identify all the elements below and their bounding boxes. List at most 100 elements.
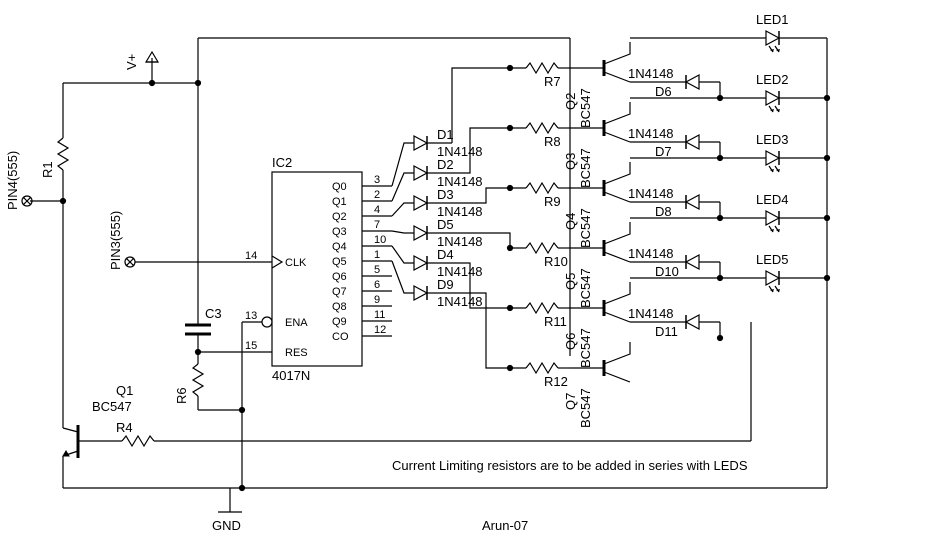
feedback-diode-type: 1N4148 xyxy=(628,186,674,201)
ic2-part: 4017N xyxy=(272,368,310,383)
ic-output-q7: Q7 6 xyxy=(332,279,392,298)
base-net-4 xyxy=(452,232,526,249)
transistor-q3 xyxy=(570,102,631,143)
led-1: LED1 xyxy=(630,12,827,53)
ic-output-name: Q6 xyxy=(332,271,347,283)
r6-resistor xyxy=(192,363,246,414)
vplus-label: V+ xyxy=(124,54,139,70)
r6-label: R6 xyxy=(174,387,189,404)
input-diode-d5: D5 1N4148 xyxy=(391,217,483,249)
feedback-diode-type: 1N4148 xyxy=(628,126,674,141)
r4-resistor xyxy=(121,435,751,447)
ic-output-pin: 1 xyxy=(374,249,380,261)
ic-output-name: CO xyxy=(332,331,349,343)
ic-output-pin: 4 xyxy=(374,204,380,216)
ic-output-name: Q8 xyxy=(332,301,347,313)
ic-output-pin: 2 xyxy=(374,189,380,201)
ic-output-q3: Q37 xyxy=(332,219,392,238)
feedback-diode-name: D8 xyxy=(655,204,672,219)
vplus-rail xyxy=(63,37,570,325)
transistor-type: BC547 xyxy=(578,88,593,128)
gnd-rail xyxy=(63,322,827,513)
transistor-type: BC547 xyxy=(578,328,593,368)
transistor-q6 xyxy=(570,282,631,323)
ic-output-pin: 12 xyxy=(374,324,386,336)
base-net-5 xyxy=(452,262,526,309)
base-resistor-label: R7 xyxy=(544,74,561,89)
input-diode-name: D5 xyxy=(437,217,454,232)
ic-output-pin: 11 xyxy=(374,309,385,321)
led-label: LED5 xyxy=(756,252,789,267)
ic-output-pin: 5 xyxy=(374,264,380,276)
transistor-q7 xyxy=(570,342,631,383)
ic2-name: IC2 xyxy=(272,155,292,170)
ic-output-name: Q0 xyxy=(332,181,347,193)
input-diode-type: 1N4148 xyxy=(437,234,483,249)
feedback-diode-type: 1N4148 xyxy=(628,306,674,321)
led-label: LED1 xyxy=(756,12,789,27)
input-diode-name: D3 xyxy=(437,187,454,202)
pin4-label: PIN4(555) xyxy=(5,151,20,210)
feedback-diode-name: D7 xyxy=(655,144,672,159)
ic-output-pin: 6 xyxy=(374,279,380,291)
ic-output-name: Q2 xyxy=(332,211,347,223)
ic-output-name: Q1 xyxy=(332,196,347,208)
res-label: RES xyxy=(285,347,308,359)
input-diode-type: 1N4148 xyxy=(437,144,483,159)
pin3-terminal[interactable] xyxy=(124,256,136,268)
ic-output-name: Q4 xyxy=(332,241,347,253)
feedback-diode-type: 1N4148 xyxy=(628,66,674,81)
q1-transistor xyxy=(62,425,122,488)
base-resistor-label: R9 xyxy=(544,194,561,209)
feedback-diode-name: D6 xyxy=(655,84,672,99)
clk-label: CLK xyxy=(285,257,307,269)
ic-output-q6: Q6 5 xyxy=(332,264,392,283)
res-pin: 15 xyxy=(245,340,257,352)
feedback-diode-name: D10 xyxy=(655,264,679,279)
pin4-terminal[interactable] xyxy=(21,195,33,207)
q1-type-label: BC547 xyxy=(92,399,132,414)
led-2: LED2 xyxy=(630,72,831,113)
transistor-type: BC547 xyxy=(578,388,593,428)
base-resistor-label: R12 xyxy=(544,374,568,389)
r4-label: R4 xyxy=(116,420,133,435)
ic-output-q8: Q89 xyxy=(332,294,392,313)
feedback-diode-name: D11 xyxy=(655,324,678,339)
transistor-q4 xyxy=(570,162,631,203)
base-resistor-label: R8 xyxy=(544,134,561,149)
base-net-1 xyxy=(451,67,526,143)
input-diode-name: D9 xyxy=(437,277,454,292)
ic-output-name: Q7 xyxy=(332,286,347,298)
ena-label: ENA xyxy=(285,317,308,329)
ic-output-q5: Q51 xyxy=(332,249,392,268)
author-text: Arun-07 xyxy=(482,518,528,533)
gnd-label: GND xyxy=(212,518,241,533)
q1-label: Q1 xyxy=(116,383,133,398)
ic-output-q2: Q2 4 xyxy=(332,204,392,223)
input-diode-column: D11N4148D21N4148D31N4148D51N4148D41N4148… xyxy=(391,127,483,309)
transistor-type: BC547 xyxy=(578,208,593,248)
led-4: LED4 xyxy=(630,192,831,233)
transistor-q5 xyxy=(570,222,631,263)
clk-pin: 14 xyxy=(245,250,257,262)
feedback-diode-type: 1N4148 xyxy=(628,246,674,261)
pin3-label: PIN3(555) xyxy=(108,211,123,270)
note-text: Current Limiting resistors are to be add… xyxy=(392,458,748,473)
c3-label: C3 xyxy=(205,306,222,321)
